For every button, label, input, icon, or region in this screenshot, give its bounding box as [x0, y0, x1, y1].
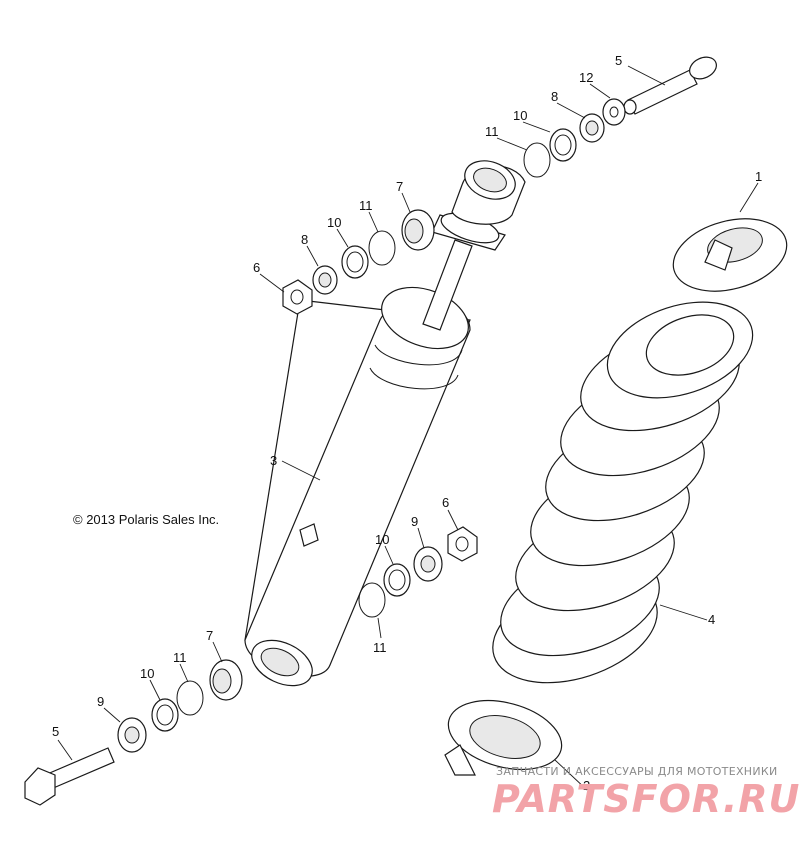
watermark-logo-text: PARTSFOR.RU: [492, 777, 800, 821]
callout-11-right: 11: [373, 640, 387, 655]
callout-8-right: 8: [551, 89, 558, 104]
callout-10-top-right: 10: [513, 108, 527, 123]
watermark-tagline: ЗАПЧАСТИ И АКСЕССУАРЫ ДЛЯ МОТОТЕХНИКИ: [496, 765, 778, 778]
bottom-hardware: [24, 526, 478, 806]
callout-7-top: 7: [396, 179, 403, 194]
callout-2: 2: [583, 778, 590, 793]
callout-11-top-right: 11: [485, 124, 499, 139]
copyright-notice: © 2013 Polaris Sales Inc.: [73, 512, 219, 527]
callout-9-right: 9: [411, 514, 418, 529]
callout-5-bottom: 5: [52, 724, 59, 739]
callout-12: 12: [579, 70, 593, 85]
leader-lines: [57, 65, 759, 791]
callout-labels: 1 2 3 4 5 5 6 6 7 7 8 8 9 9 10 10 10 10 …: [52, 53, 762, 793]
callout-5-top: 5: [615, 53, 622, 68]
callout-9-bottom: 9: [97, 694, 104, 709]
callout-11-top-left: 11: [359, 198, 373, 213]
coil-spring: [492, 301, 754, 684]
callout-10-bottom: 10: [140, 666, 154, 681]
shock-absorber: [244, 160, 526, 687]
callout-4: 4: [708, 612, 715, 627]
callout-6-top: 6: [253, 260, 260, 275]
callout-6-bottom: 6: [442, 495, 449, 510]
top-hardware: [282, 56, 717, 315]
callout-7-bottom: 7: [206, 628, 213, 643]
callout-10-right: 10: [375, 532, 389, 547]
callout-1: 1: [755, 169, 762, 184]
watermark-logo: ЗАПЧАСТИ И АКСЕССУАРЫ ДЛЯ МОТОТЕХНИКИ PA…: [492, 765, 800, 821]
callout-3: 3: [270, 453, 277, 468]
spring-retainer-bottom: [444, 700, 563, 776]
callout-8-left: 8: [301, 232, 308, 247]
spring-retainer-top: [672, 218, 788, 292]
callout-10-top-left: 10: [327, 215, 341, 230]
callout-11-bottom: 11: [173, 650, 187, 665]
